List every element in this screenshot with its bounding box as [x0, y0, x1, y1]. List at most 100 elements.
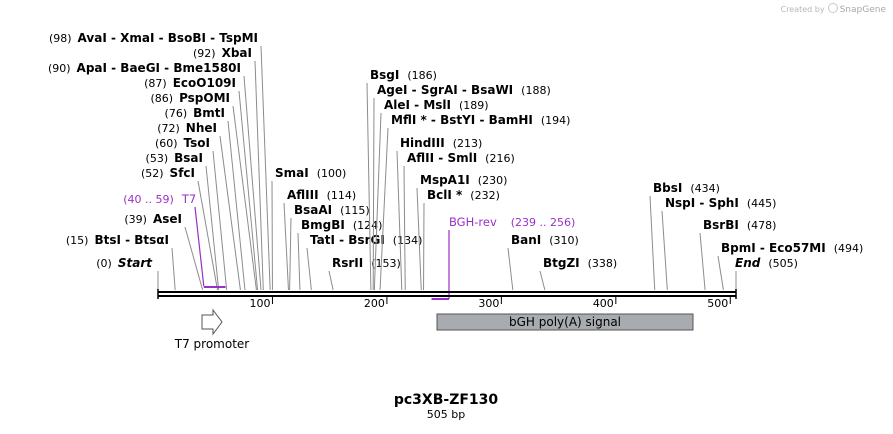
- enzyme-label-btsi[interactable]: BtsI - BtsαI: [94, 233, 169, 247]
- enzyme-label-bsai[interactable]: BsaI: [174, 151, 203, 165]
- enzyme-label-apai[interactable]: ApaI - BaeGI - Bme1580I: [77, 61, 241, 75]
- enzyme-pos-end: (505): [768, 257, 798, 270]
- enzyme-label-afliii2[interactable]: AflII - SmlI: [407, 151, 477, 165]
- cut-site-line-afliii: [284, 203, 288, 290]
- enzyme-pos-tati: (134): [393, 234, 423, 247]
- enzyme-label-tsoi[interactable]: TsoI: [184, 136, 210, 150]
- enzyme-pos-hindiii: (213): [453, 137, 483, 150]
- enzyme-label-end[interactable]: End: [735, 256, 761, 270]
- enzyme-label-hindiii[interactable]: HindIII: [400, 136, 445, 150]
- cut-site-line-tati: [307, 248, 311, 290]
- enzyme-pos-mspa1i: (230): [478, 174, 508, 187]
- enzyme-label-asei[interactable]: AseI: [153, 212, 182, 226]
- enzyme-label-mspa1i[interactable]: MspA1I: [420, 173, 470, 187]
- enzyme-pos-bsaai: (115): [340, 204, 370, 217]
- plasmid-name: pc3XB-ZF130: [394, 392, 499, 408]
- enzyme-label-bsgi[interactable]: BsgI: [370, 68, 399, 82]
- primer-label-t7[interactable]: T7: [181, 192, 196, 206]
- cut-site-line-bani: [508, 248, 513, 290]
- ruler-tick-label: 500: [707, 297, 728, 310]
- plasmid-size: 505 bp: [427, 408, 465, 421]
- enzyme-pos-mfli: (194): [541, 114, 571, 127]
- cut-site-line-afliii2: [404, 166, 405, 290]
- cut-site-line-bmgbi: [298, 233, 300, 290]
- enzyme-pos-pspomi: (86): [150, 92, 173, 105]
- enzyme-pos-sfci: (52): [141, 167, 164, 180]
- enzyme-label-bbsi[interactable]: BbsI: [653, 181, 682, 195]
- enzyme-pos-afliii2: (216): [485, 152, 515, 165]
- enzyme-label-xbai[interactable]: XbaI: [222, 46, 252, 60]
- feature-label-t7-promoter: T7 promoter: [174, 337, 250, 351]
- enzyme-label-sfci[interactable]: SfcI: [170, 166, 195, 180]
- primer-range-bgh-rev: (239 .. 256): [511, 216, 576, 229]
- enzyme-label-ecoo109i[interactable]: EcoO109I: [173, 76, 236, 90]
- cut-site-line-btgzi: [540, 271, 545, 290]
- enzyme-label-bsaai[interactable]: BsaAI: [294, 203, 332, 217]
- enzyme-pos-bmgbi: (124): [353, 219, 383, 232]
- cut-site-line-asei: [185, 227, 203, 290]
- enzyme-label-nhei[interactable]: NheI: [186, 121, 217, 135]
- enzyme-pos-bsai: (53): [146, 152, 169, 165]
- enzyme-label-smai[interactable]: SmaI: [275, 166, 309, 180]
- enzyme-pos-bani: (310): [549, 234, 579, 247]
- enzyme-label-pspomi[interactable]: PspOMI: [179, 91, 230, 105]
- ruler-tick-label: 400: [593, 297, 614, 310]
- enzyme-pos-ecoo109i: (87): [144, 77, 167, 90]
- enzyme-label-bsrbi[interactable]: BsrBI: [703, 218, 739, 232]
- enzyme-pos-smai: (100): [317, 167, 347, 180]
- cut-site-line-nspi: [662, 211, 667, 290]
- enzyme-pos-btgzi: (338): [588, 257, 618, 270]
- ruler-tick-label: 100: [249, 297, 270, 310]
- enzyme-label-nspi[interactable]: NspI - SphI: [665, 196, 739, 210]
- enzyme-pos-nspi: (445): [747, 197, 777, 210]
- snapgene-logo-icon: [828, 3, 838, 13]
- enzyme-pos-bsgi: (186): [407, 69, 437, 82]
- enzyme-pos-alei: (189): [459, 99, 489, 112]
- enzyme-label-bmti[interactable]: BmtI: [193, 106, 225, 120]
- credit-brand: SnapGene: [840, 5, 886, 15]
- enzyme-pos-agei: (188): [521, 84, 551, 97]
- cut-site-line-bsgi: [367, 83, 371, 290]
- enzyme-label-start[interactable]: Start: [118, 256, 153, 270]
- cut-site-line-sfci: [198, 181, 218, 290]
- cut-site-line-bpmi: [718, 256, 723, 290]
- cut-site-line-xbai: [255, 61, 263, 290]
- enzyme-pos-avai: (98): [49, 32, 72, 45]
- enzyme-pos-asei: (39): [124, 213, 147, 226]
- promoter-arrow-icon[interactable]: [202, 310, 222, 334]
- cut-site-line-bsaai: [290, 218, 291, 290]
- primer-label-bgh-rev[interactable]: BGH-rev: [449, 215, 497, 229]
- enzyme-pos-start: (0): [96, 257, 112, 270]
- enzyme-label-afliii[interactable]: AflIII: [287, 188, 319, 202]
- enzyme-label-avai[interactable]: AvaI - XmaI - BsoBI - TspMI: [78, 31, 258, 45]
- ruler-tick-label: 200: [364, 297, 385, 310]
- enzyme-label-rsrii[interactable]: RsrII: [332, 256, 363, 270]
- cut-site-line-rsrii: [329, 271, 333, 290]
- enzyme-pos-xbai: (92): [193, 47, 216, 60]
- primer-range-t7: (40 .. 59): [123, 193, 174, 206]
- enzyme-label-bani[interactable]: BanI: [511, 233, 541, 247]
- cut-site-line-bmti: [228, 121, 245, 290]
- enzyme-label-bcli[interactable]: BclI *: [427, 188, 463, 202]
- enzyme-label-agei[interactable]: AgeI - SgrAI - BsaWI: [377, 83, 513, 97]
- enzyme-label-alei[interactable]: AleI - MslI: [384, 98, 451, 112]
- credit-prefix: Created by: [781, 5, 825, 14]
- enzyme-pos-bbsi: (434): [690, 182, 720, 195]
- enzyme-pos-bmti: (76): [165, 107, 188, 120]
- enzyme-label-mfli[interactable]: MflI * - BstYI - BamHI: [391, 113, 533, 127]
- cut-site-line-bsrbi: [700, 233, 705, 290]
- primer-line-t7: [195, 207, 204, 286]
- cut-site-line-btsi: [172, 248, 175, 290]
- enzyme-pos-btsi: (15): [66, 234, 89, 247]
- ruler-tick-label: 300: [478, 297, 499, 310]
- enzyme-pos-apai: (90): [48, 62, 71, 75]
- enzyme-label-bpmi[interactable]: BpmI - Eco57MI: [721, 241, 826, 255]
- enzyme-label-bmgbi[interactable]: BmgBI: [301, 218, 345, 232]
- enzyme-label-btgzi[interactable]: BtgZI: [543, 256, 580, 270]
- feature-label-bgh-polya: bGH poly(A) signal: [509, 315, 621, 329]
- enzyme-pos-afliii: (114): [327, 189, 357, 202]
- enzyme-pos-bcli: (232): [470, 189, 500, 202]
- enzyme-pos-bsrbi: (478): [747, 219, 777, 232]
